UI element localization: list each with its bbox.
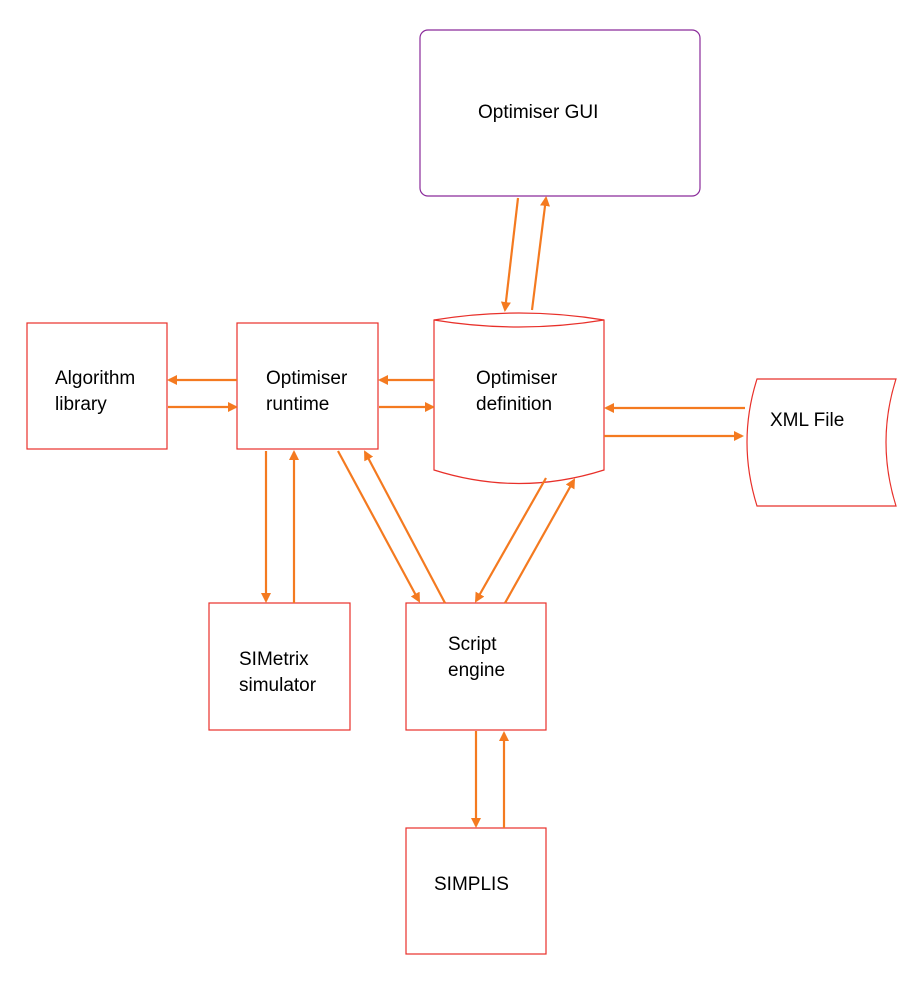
optimiser-definition-label-line1: Optimiser: [476, 368, 558, 389]
algorithm-library-node: Algorithm library: [26, 322, 168, 450]
simplis-label: SIMPLIS: [434, 874, 509, 895]
xml-file-label: XML File: [770, 410, 844, 431]
arrow-definition-to-script: [475, 477, 547, 603]
optimiser-runtime-label-line1: Optimiser: [266, 368, 348, 389]
script-engine-label-line2: engine: [448, 660, 505, 681]
script-engine-node: Script engine: [405, 602, 547, 731]
optimiser-runtime-label-line2: runtime: [266, 394, 329, 415]
optimiser-definition-label-line2: definition: [476, 394, 552, 415]
arrow-script-to-definition: [504, 478, 575, 604]
optimiser-runtime-node: Optimiser runtime: [236, 322, 379, 450]
xml-file-node: XML File: [746, 378, 897, 507]
simplis-node: SIMPLIS: [405, 827, 547, 955]
simetrix-simulator-node: SIMetrix simulator: [208, 602, 351, 731]
optimiser-runtime-box: [236, 322, 379, 450]
arrow-definition-to-gui: [530, 196, 550, 311]
optimiser-gui-label: Optimiser GUI: [478, 102, 598, 123]
simetrix-simulator-label-line2: simulator: [239, 675, 317, 696]
optimiser-definition-node: Optimiser definition: [433, 312, 605, 485]
script-engine-box: [405, 602, 547, 731]
optimiser-definition-cylinder: [433, 312, 605, 485]
arrow-script-to-runtime: [364, 450, 446, 604]
algorithm-library-box: [26, 322, 168, 450]
simetrix-simulator-label-line1: SIMetrix: [239, 649, 309, 670]
connector-arrows: [167, 196, 745, 828]
arrow-runtime-to-script: [337, 450, 420, 603]
optimiser-definition-cylinder-top: [433, 319, 605, 328]
arrow-gui-to-definition: [500, 197, 520, 312]
simetrix-simulator-box: [208, 602, 351, 731]
algorithm-library-label-line2: library: [55, 394, 107, 415]
simplis-box: [405, 827, 547, 955]
optimiser-gui-box: [419, 29, 701, 197]
script-engine-label-line1: Script: [448, 634, 497, 655]
optimiser-gui-node: Optimiser GUI: [419, 29, 701, 197]
algorithm-library-label-line1: Algorithm: [55, 368, 135, 389]
xml-file-shape: [746, 378, 897, 507]
